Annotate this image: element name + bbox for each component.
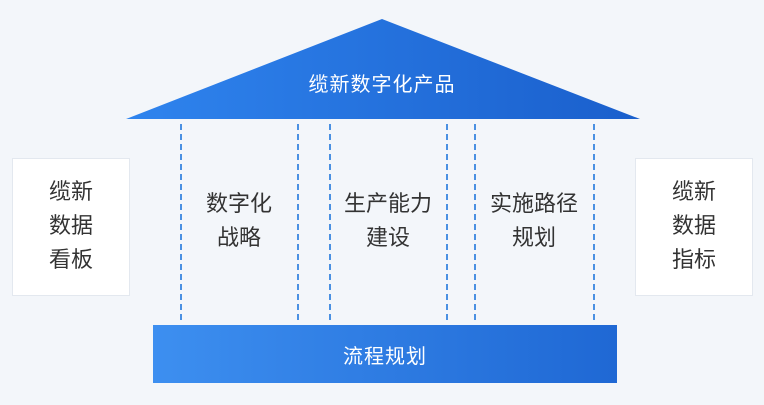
pillar-digital-strategy: 数字化 战略: [205, 192, 272, 251]
pillar-3-left-line: [474, 124, 476, 320]
roof-triangle: [126, 19, 640, 119]
left-panel-label: 缆新 数据 看板: [48, 180, 93, 273]
left-panel-data-dashboard: 缆新 数据 看板: [12, 158, 130, 296]
pillar-production-capability: 生产能力 建设: [343, 192, 432, 251]
base-title: 流程规划: [343, 343, 427, 368]
pillar-implementation-path: 实施路径 规划: [489, 192, 578, 251]
right-panel-label: 缆新 数据 指标: [671, 180, 716, 273]
pillar-2-right-line: [446, 124, 448, 320]
pillar-1-left-line: [180, 124, 182, 320]
pillar-3-right-line: [593, 124, 595, 320]
roof-title: 缆新数字化产品: [308, 72, 456, 96]
pillar-1-right-line: [297, 124, 299, 320]
right-panel-data-metrics: 缆新 数据 指标: [635, 158, 753, 296]
pillar-2-left-line: [329, 124, 331, 320]
base-process-planning: 流程规划: [153, 325, 617, 383]
